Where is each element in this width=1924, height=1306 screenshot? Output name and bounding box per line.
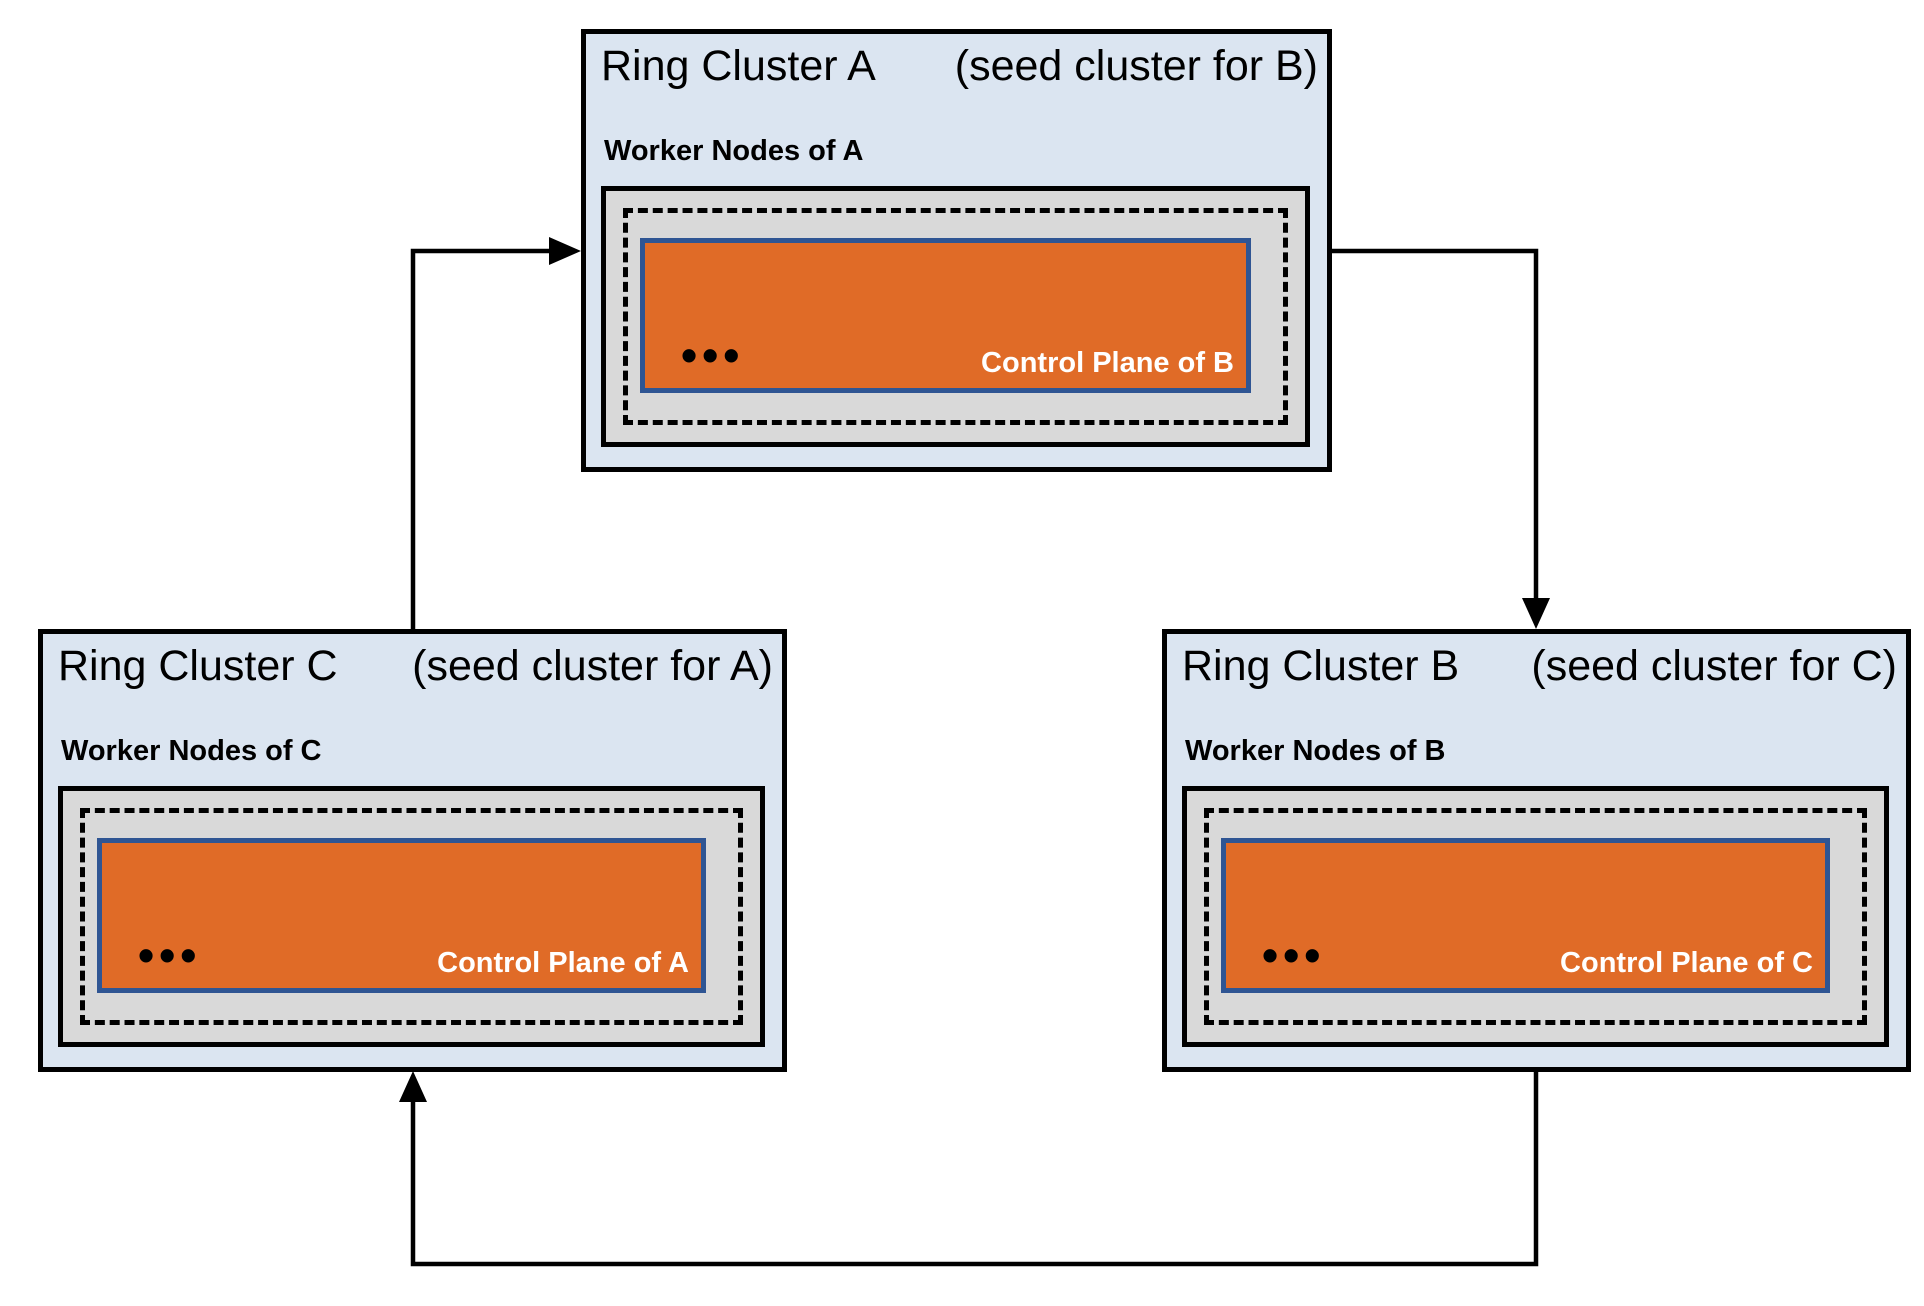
cluster-a-title: Ring Cluster A xyxy=(601,42,876,90)
connector-a-to-b xyxy=(1332,248,1539,601)
cluster-c-subtitle: (seed cluster for A) xyxy=(412,642,773,690)
cluster-c-title: Ring Cluster C xyxy=(58,642,338,690)
cluster-b-worker-nodes-label: Worker Nodes of B xyxy=(1185,735,1446,767)
cluster-c: Ring Cluster C (seed cluster for A) Work… xyxy=(38,629,787,1072)
cluster-c-worker-node-zone: ••• Control Plane of A xyxy=(58,786,765,1047)
ellipsis-dots-icon: ••• xyxy=(1262,929,1326,981)
cluster-a-worker-nodes-label: Worker Nodes of A xyxy=(604,135,864,167)
cluster-c-control-plane-label: Control Plane of A xyxy=(437,947,689,979)
arrowhead-a-to-b-icon xyxy=(1522,598,1550,629)
cluster-b-subtitle: (seed cluster for C) xyxy=(1531,642,1897,690)
cluster-a: Ring Cluster A (seed cluster for B) Work… xyxy=(581,29,1332,472)
cluster-b-worker-node-zone: ••• Control Plane of C xyxy=(1182,786,1889,1047)
cluster-b-dashed-boundary: ••• Control Plane of C xyxy=(1204,808,1867,1025)
cluster-b-title: Ring Cluster B xyxy=(1182,642,1460,690)
cluster-b-title-row: Ring Cluster B (seed cluster for C) xyxy=(1182,640,1897,694)
cluster-a-subtitle: (seed cluster for B) xyxy=(954,42,1318,90)
cluster-c-dashed-boundary: ••• Control Plane of A xyxy=(80,808,743,1025)
cluster-a-control-plane-box: ••• Control Plane of B xyxy=(640,238,1251,393)
cluster-a-dashed-boundary: ••• Control Plane of B xyxy=(623,208,1288,425)
cluster-a-title-row: Ring Cluster A (seed cluster for B) xyxy=(601,40,1318,94)
cluster-b-control-plane-label: Control Plane of C xyxy=(1560,947,1813,979)
arrowhead-c-to-a-icon xyxy=(549,237,581,265)
connector-c-to-a xyxy=(410,248,552,629)
connector-b-to-c xyxy=(410,1072,1539,1267)
ellipsis-dots-icon: ••• xyxy=(138,929,202,981)
ellipsis-dots-icon: ••• xyxy=(681,329,745,381)
arrowhead-b-to-c-icon xyxy=(399,1071,427,1102)
cluster-b: Ring Cluster B (seed cluster for C) Work… xyxy=(1162,629,1911,1072)
cluster-a-control-plane-label: Control Plane of B xyxy=(981,347,1234,379)
cluster-c-worker-nodes-label: Worker Nodes of C xyxy=(61,735,322,767)
cluster-c-control-plane-box: ••• Control Plane of A xyxy=(97,838,706,993)
cluster-c-title-row: Ring Cluster C (seed cluster for A) xyxy=(58,640,773,694)
cluster-b-control-plane-box: ••• Control Plane of C xyxy=(1221,838,1830,993)
cluster-a-worker-node-zone: ••• Control Plane of B xyxy=(601,186,1310,447)
